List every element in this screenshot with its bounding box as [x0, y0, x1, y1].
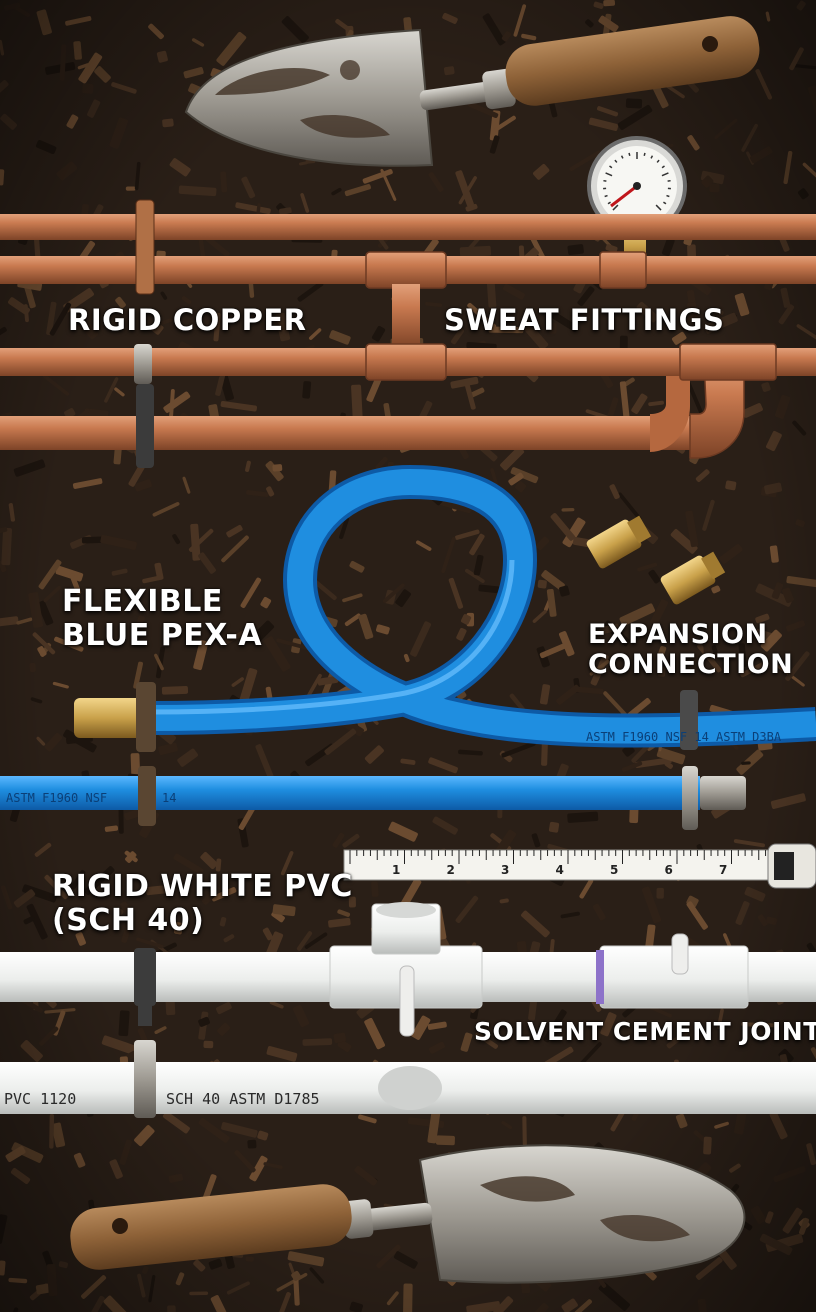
label-pvc-line1: RIGID WHITE PVC — [52, 869, 353, 904]
label-expansion-line1: EXPANSION — [588, 619, 768, 650]
label-flexible-pex-line1: FLEXIBLE — [62, 584, 223, 619]
pex-tubing: ASTM F1960 NSF 14 ASTM D3BA ASTM F1960 N… — [0, 464, 816, 830]
ruler-number: 2 — [447, 863, 455, 877]
label-flexible-pex-line2: BLUE PEX-A — [62, 617, 263, 653]
ruler-number: 3 — [501, 863, 509, 877]
brass-fittings — [586, 515, 726, 605]
copper-pipes — [0, 199, 816, 468]
label-rigid-white-pvc: RIGID WHITE PVC (SCH 40) — [52, 870, 353, 937]
ruler-number: 5 — [610, 863, 618, 877]
label-expansion-line2: CONNECTION — [588, 649, 794, 681]
label-solvent-cement-joint: SOLVENT CEMENT JOINT — [474, 1017, 816, 1046]
label-sweat-fittings: SWEAT FITTINGS — [444, 303, 725, 337]
tape-measure: 1 2 3 4 5 6 7 — [343, 843, 816, 889]
ruler-number: 4 — [556, 863, 564, 877]
label-pvc-line2: (SCH 40) — [52, 902, 205, 938]
ruler-number: 7 — [719, 863, 727, 877]
pex-print-upper: ASTM F1960 NSF 14 ASTM D3BA — [586, 730, 782, 744]
pex-print-lower: ASTM F1960 NSF — [6, 791, 107, 805]
pvc-pipes: PVC 1120 SCH 40 ASTM D1785 — [0, 902, 816, 1118]
label-flexible-pex: FLEXIBLE BLUE PEX-A — [62, 585, 262, 652]
bottom-trowel — [70, 1144, 746, 1284]
ruler-number: 6 — [665, 863, 673, 877]
label-rigid-copper: RIGID COPPER — [68, 303, 307, 337]
label-expansion-connection: EXPANSION CONNECTION — [588, 619, 794, 681]
pex-print-lower-number: 14 — [162, 791, 176, 805]
pvc-print-b: SCH 40 ASTM D1785 — [166, 1090, 320, 1108]
ruler-number: 1 — [392, 863, 400, 877]
pvc-print-a: PVC 1120 — [4, 1090, 76, 1108]
top-trowel — [184, 16, 760, 167]
